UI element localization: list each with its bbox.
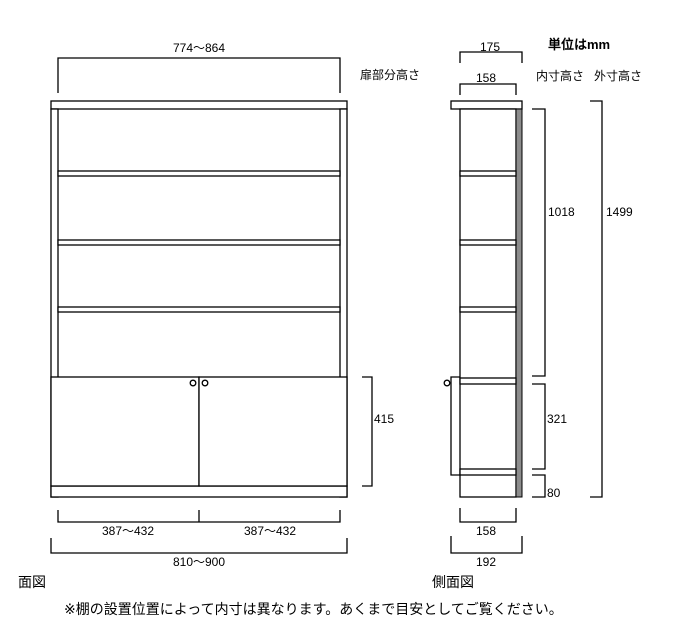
inner-depth-top-bracket [459,83,517,95]
inner-height-upper: 1018 [548,205,575,219]
side-shelf [459,170,517,177]
inner-height-lower-bracket [532,383,546,470]
top-depth-label: 175 [480,40,500,54]
front-view: 774〜864 扉部分高さ 415 387〜432 387〜432 810〜90… [18,41,420,590]
shelf [57,306,341,313]
inner-depth-bottom-bracket [459,508,517,523]
plinth-height-bracket [532,474,546,498]
door-height-value: 415 [374,412,394,426]
front-view-title: 面図 [18,574,46,590]
door-height-heading: 扉部分高さ [360,67,420,82]
outer-depth: 192 [476,555,496,569]
plinth [50,485,348,498]
side-top-board [450,100,523,110]
side-view: 175 158 単位はmm 内寸高さ 外寸高さ 1018 321 80 1499… [432,37,642,590]
disclaimer-note: ※棚の設置位置によって内寸は異なります。あくまで目安としてご覧ください。 [64,601,563,617]
inner-depth-bottom: 158 [476,524,496,538]
top-depth-bracket [459,51,523,63]
outer-height-heading: 外寸高さ [594,68,642,83]
door-knob-icon [201,379,209,387]
inner-height-heading: 内寸高さ [536,68,584,83]
outer-width-label: 810〜900 [173,555,225,569]
door-height-bracket [362,376,373,487]
right-door [198,376,348,487]
plinth-height: 80 [547,486,561,500]
side-body [459,108,517,498]
door-width-right: 387〜432 [244,524,296,538]
shelf [57,170,341,177]
inner-height-lower: 321 [547,412,567,426]
top-width-label: 774〜864 [173,41,225,55]
top-board [50,100,348,110]
shelf [57,239,341,246]
outer-height: 1499 [606,205,633,219]
side-view-title: 側面図 [432,574,474,590]
top-width-bracket [57,57,341,93]
door-knob-icon [189,379,197,387]
outer-height-bracket [590,100,603,498]
back-panel [515,108,523,498]
left-door [50,376,200,487]
door-width-bracket [57,510,341,523]
outer-width-bracket [50,538,348,554]
side-shelf [459,377,517,385]
side-plinth-top [459,468,517,476]
side-door-profile [450,376,460,476]
side-shelf [459,239,517,246]
door-knob-icon [443,379,451,387]
outer-depth-bracket [450,536,523,554]
door-width-left: 387〜432 [102,524,154,538]
side-shelf [459,306,517,313]
unit-label: 単位はmm [548,37,610,52]
inner-height-upper-bracket [532,108,546,377]
inner-depth-top-label: 158 [476,71,496,85]
